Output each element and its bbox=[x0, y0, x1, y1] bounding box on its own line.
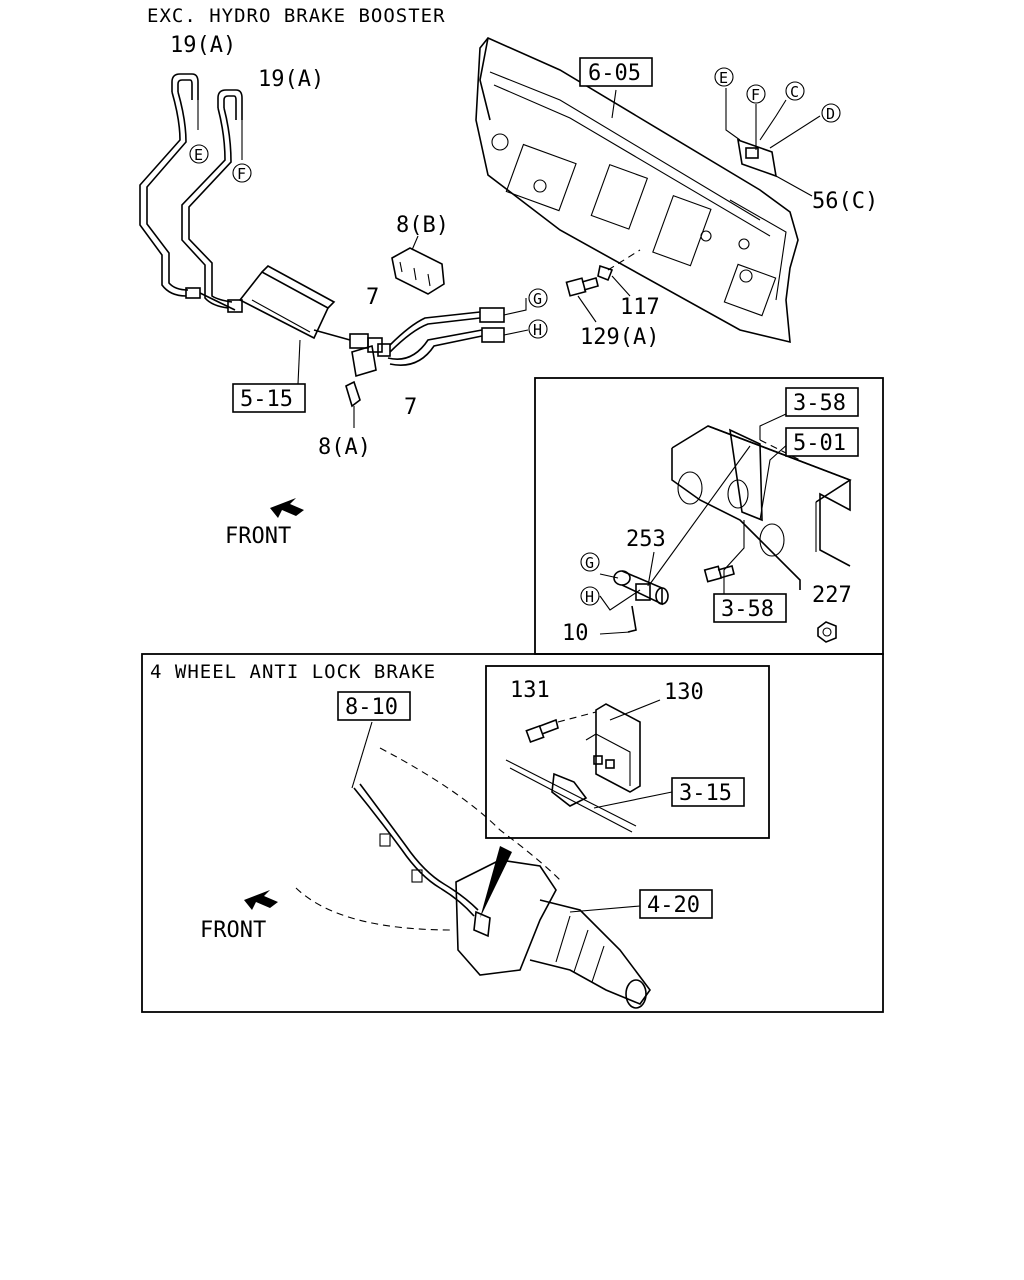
circle-f-bracket bbox=[746, 84, 766, 104]
section-header-abs: 4 WHEEL ANTI LOCK BRAKE bbox=[150, 661, 436, 683]
front-arrow-bottom bbox=[244, 890, 278, 910]
leader-3-58-bottom bbox=[723, 520, 745, 594]
leader-3-58-top bbox=[759, 413, 787, 440]
part-8a: 8(A) bbox=[318, 435, 371, 460]
part-8b: 8(B) bbox=[396, 213, 449, 238]
ref-label-8-10: 8-10 bbox=[345, 695, 398, 720]
circle-f-pipe bbox=[232, 163, 252, 183]
part-129a: 129(A) bbox=[580, 325, 659, 350]
ref-label-6-05: 6-05 bbox=[588, 61, 641, 86]
connector-bracket bbox=[725, 88, 821, 197]
sensor-wire-harness bbox=[353, 783, 479, 917]
part-7-top: 7 bbox=[366, 285, 379, 310]
circle-c-bracket-label: C bbox=[790, 83, 799, 101]
part-10: 10 bbox=[562, 621, 589, 646]
circle-h-detail bbox=[580, 586, 600, 606]
leader-4-20 bbox=[569, 905, 641, 913]
transmission-assembly bbox=[295, 747, 651, 1009]
pipe-fittings bbox=[349, 298, 529, 366]
washer-117 bbox=[597, 249, 641, 297]
leader-g2 bbox=[599, 573, 619, 579]
leader-10 bbox=[599, 631, 631, 635]
circle-h-pipe bbox=[528, 319, 548, 339]
circle-c-bracket bbox=[785, 81, 805, 101]
sensor-detail-inset bbox=[485, 665, 770, 839]
leader-253-frame bbox=[649, 445, 751, 585]
circle-e-pipe-label: E bbox=[194, 146, 203, 164]
ref-label-5-15: 5-15 bbox=[240, 387, 293, 412]
part-253: 253 bbox=[626, 527, 666, 552]
frame-rail bbox=[671, 425, 852, 590]
combination-valve bbox=[238, 265, 351, 341]
brake-line-right bbox=[181, 89, 243, 313]
part-19a-left: 19(A) bbox=[170, 33, 236, 58]
circle-e-pipe bbox=[189, 144, 209, 164]
part-19a-right: 19(A) bbox=[258, 67, 324, 92]
clip-8a bbox=[345, 344, 377, 428]
leader-8-10 bbox=[351, 721, 373, 789]
bolt-3-58 bbox=[703, 565, 735, 583]
circle-e-bracket-label: E bbox=[719, 69, 728, 87]
brake-line-left bbox=[139, 73, 236, 311]
front-label-bottom: FRONT bbox=[200, 918, 266, 943]
circle-e-bracket bbox=[714, 67, 734, 87]
circle-g-detail bbox=[580, 552, 600, 572]
leader-5-01 bbox=[759, 441, 791, 521]
nut-227 bbox=[817, 621, 837, 643]
ref-label-3-15: 3-15 bbox=[679, 781, 732, 806]
part-131: 131 bbox=[510, 678, 550, 703]
leader-130 bbox=[609, 699, 661, 721]
part-56c: 56(C) bbox=[812, 189, 878, 214]
detail-box-frame-rail bbox=[534, 377, 884, 655]
part-130: 130 bbox=[664, 680, 704, 705]
abs-section-frame bbox=[141, 653, 884, 1013]
part-227: 227 bbox=[812, 583, 852, 608]
leader-3-15 bbox=[593, 791, 673, 809]
ref-box-5-01[interactable] bbox=[785, 427, 859, 457]
ref-box-8-10[interactable] bbox=[337, 691, 411, 721]
leader-5-15 bbox=[297, 339, 301, 385]
dash-panel bbox=[475, 37, 799, 344]
ref-box-3-15[interactable] bbox=[671, 777, 745, 807]
bolt-129a bbox=[565, 277, 599, 323]
circle-f-bracket-label: F bbox=[751, 86, 760, 104]
leader-h2 bbox=[599, 589, 641, 611]
ref-label-3-58-top: 3-58 bbox=[793, 391, 846, 416]
section-header-hydro-brake: EXC. HYDRO BRAKE BOOSTER bbox=[147, 5, 446, 27]
speed-sensor-connector bbox=[505, 759, 637, 833]
front-arrow-top bbox=[270, 498, 304, 518]
leader-253 bbox=[647, 551, 655, 587]
front-label-top: FRONT bbox=[225, 524, 291, 549]
ref-label-4-20: 4-20 bbox=[647, 893, 700, 918]
clip-8b bbox=[391, 235, 445, 295]
bracket-253 bbox=[613, 570, 669, 633]
part-117: 117 bbox=[620, 295, 660, 320]
sensor-bracket-130 bbox=[585, 703, 641, 793]
ref-box-3-58-bottom[interactable] bbox=[713, 593, 787, 623]
bolt-131 bbox=[525, 711, 597, 744]
ref-box-6-05[interactable] bbox=[579, 57, 653, 87]
circle-h-pipe-label: H bbox=[533, 321, 542, 339]
circle-d-bracket-label: D bbox=[826, 105, 835, 123]
circle-g-pipe-label: G bbox=[533, 290, 542, 308]
circle-h-detail-label: H bbox=[585, 588, 594, 606]
ref-box-3-58-top[interactable] bbox=[785, 387, 859, 417]
ref-box-4-20[interactable] bbox=[639, 889, 713, 919]
circle-d-bracket bbox=[821, 103, 841, 123]
ref-label-5-01: 5-01 bbox=[793, 431, 846, 456]
part-7-bottom: 7 bbox=[404, 395, 417, 420]
pointer-wedge bbox=[480, 846, 512, 918]
circle-g-pipe bbox=[528, 288, 548, 308]
circle-f-pipe-label: F bbox=[237, 165, 246, 183]
circle-g-detail-label: G bbox=[585, 554, 594, 572]
ref-box-5-15[interactable] bbox=[232, 383, 306, 413]
ref-label-3-58-bottom: 3-58 bbox=[721, 597, 774, 622]
